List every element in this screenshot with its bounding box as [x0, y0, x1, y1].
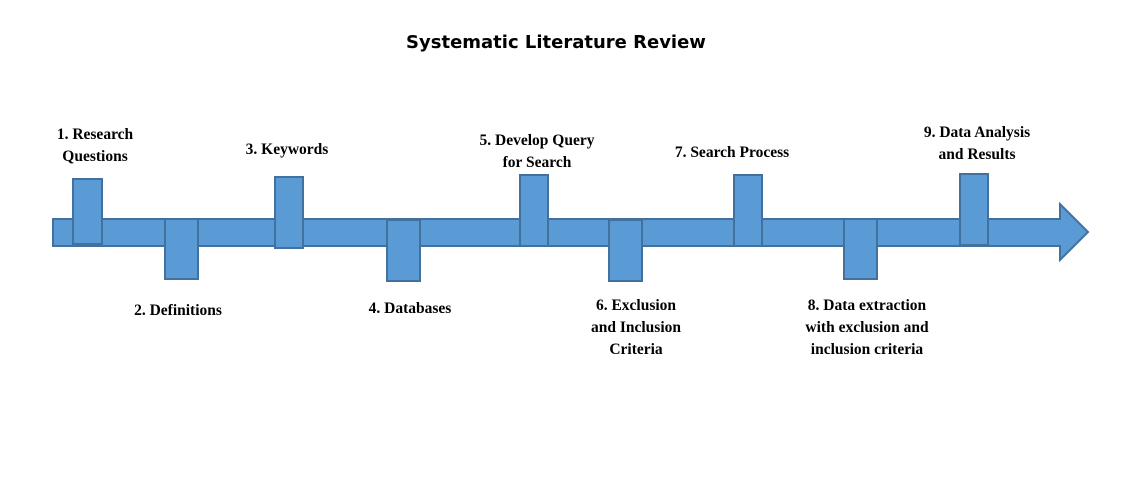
- step-9-label: 9. Data Analysis and Results: [923, 124, 1031, 163]
- step-2-marker: [164, 218, 199, 280]
- step-2-label: 2. Definitions: [134, 302, 222, 319]
- step-7-label: 7. Search Process: [674, 144, 790, 161]
- diagram-title: Systematic Literature Review: [406, 32, 706, 53]
- step-3-label: 3. Keywords: [245, 141, 329, 158]
- step-6-label: 6. Exclusion and Inclusion Criteria: [590, 297, 682, 358]
- step-1-marker: [72, 178, 103, 245]
- step-9-marker: [959, 173, 989, 246]
- step-3-marker: [274, 176, 304, 249]
- step-8-marker: [843, 218, 878, 280]
- step-7-marker: [733, 174, 763, 247]
- step-1-label: 1. Research Questions: [56, 126, 134, 165]
- step-4-marker: [386, 219, 421, 282]
- step-5-marker: [519, 174, 549, 247]
- step-4-label: 4. Databases: [368, 300, 452, 317]
- timeline-arrow: [52, 201, 1090, 263]
- step-6-marker: [608, 219, 643, 282]
- step-8-label: 8. Data extraction with exclusion and in…: [805, 297, 929, 358]
- step-5-label: 5. Develop Query for Search: [479, 132, 595, 171]
